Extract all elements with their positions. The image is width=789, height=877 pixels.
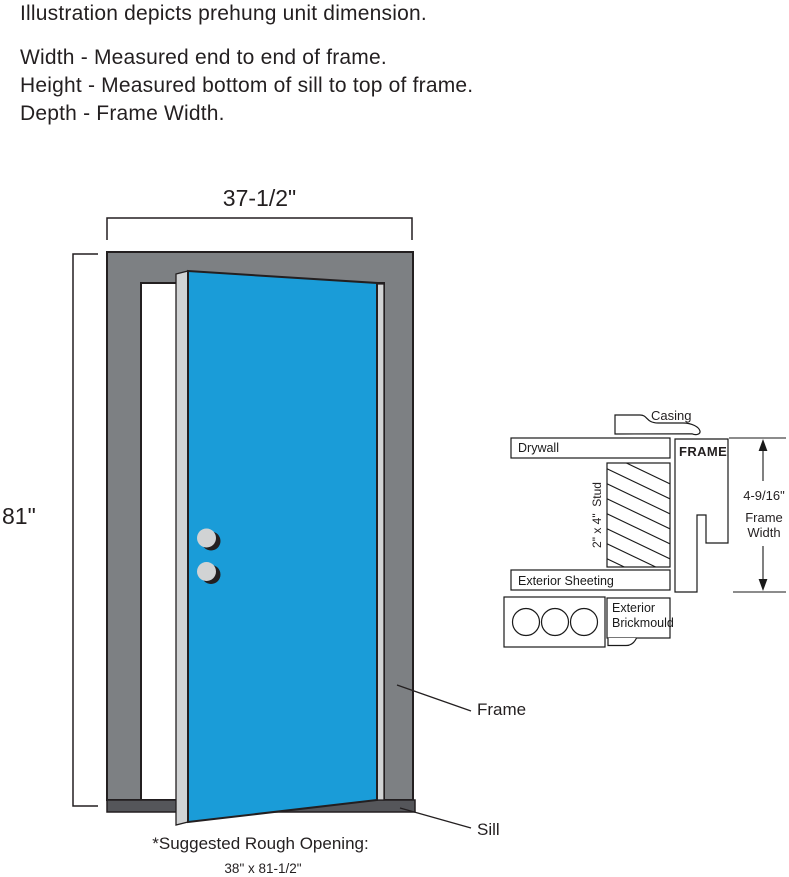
exterior-sheeting-label: Exterior Sheeting	[518, 574, 614, 588]
door-width-dimension: 37-1/2"	[222, 185, 297, 211]
door-knobs	[197, 528, 221, 584]
door-edge-strip	[175, 270, 189, 826]
brick-core-hole	[511, 607, 541, 637]
page-title: Illustration depicts prehung unit dimens…	[20, 2, 427, 25]
frame-width-label-line2: Width	[747, 525, 781, 540]
depth-definition: Depth - Frame Width.	[20, 102, 225, 125]
door-height-dimension: 81"	[2, 503, 36, 529]
door-hinge-gap-strip	[376, 283, 385, 801]
frame-width-dimension-value: 4-9/16"	[743, 488, 785, 503]
drywall-label: Drywall	[518, 441, 559, 455]
width-dimension-lines	[106, 217, 413, 240]
stud-label: 2" x 4" Stud	[589, 482, 604, 548]
width-definition: Width - Measured end to end of frame.	[20, 46, 387, 69]
frame-callout-label: Frame	[477, 700, 527, 719]
frame-width-label-line1: Frame	[745, 510, 783, 525]
deadbolt-knob	[197, 528, 216, 548]
frame-section-label: FRAME	[679, 444, 728, 459]
rough-opening-title: *Suggested Rough Opening:	[152, 834, 369, 853]
cross-section-detail	[503, 414, 786, 648]
door-slab	[187, 269, 378, 824]
sill-leader-line	[399, 807, 472, 829]
handle-knob	[197, 562, 216, 581]
rough-opening-value: 38" x 81-1/2"	[224, 861, 302, 876]
stud-section	[606, 462, 671, 568]
sill-callout-label: Sill	[477, 820, 500, 839]
brick-section	[503, 596, 606, 648]
height-dimension-lines	[72, 253, 98, 807]
brick-core-hole	[569, 607, 599, 637]
exterior-brickmould-label-line1: Exterior	[612, 601, 656, 615]
frame-jamb-profile	[674, 438, 729, 593]
drywall-layer	[510, 437, 671, 459]
frame-leader-line	[396, 684, 472, 712]
frame-width-dimension	[729, 437, 786, 593]
height-definition: Height - Measured bottom of sill to top …	[20, 74, 474, 97]
exterior-brickmould-label-line2: Brickmould	[612, 616, 674, 630]
casing-label: Casing	[651, 408, 692, 423]
casing-profile	[614, 414, 701, 436]
exterior-sheeting-layer	[510, 569, 671, 591]
brick-core-hole	[540, 607, 570, 637]
brickmould-section	[606, 597, 671, 647]
